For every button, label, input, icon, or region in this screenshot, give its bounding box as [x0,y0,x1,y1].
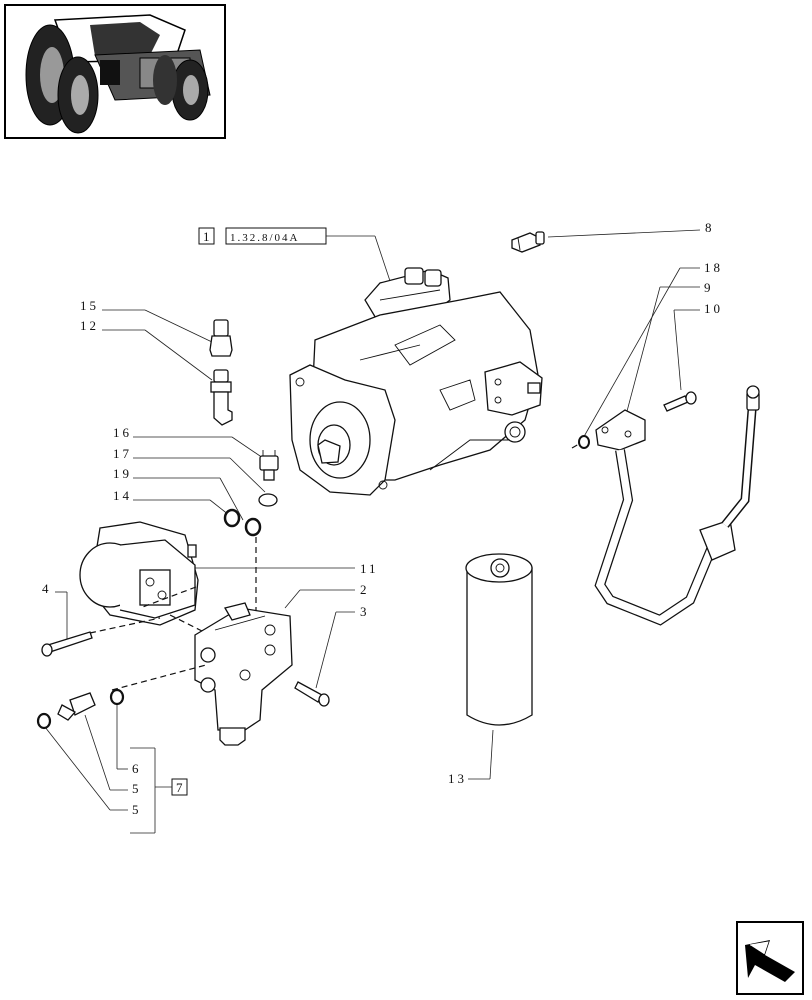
callout-16: 16 [113,425,132,440]
callout-5b: 5 [132,802,142,817]
part-5-o-ring[interactable] [36,712,52,730]
part-18-o-ring[interactable] [578,435,590,449]
callout-9: 9 [704,280,714,295]
callout-12: 12 [80,318,99,333]
part-2-valve-block[interactable] [194,602,293,746]
tractor-thumbnail-icon[interactable] [4,4,226,139]
part-11-gear-pump[interactable] [79,521,199,626]
callout-19: 19 [113,466,132,481]
part-19-o-ring[interactable] [244,517,262,537]
part-10-bolt[interactable] [663,391,697,412]
part-12-sensor[interactable] [210,369,233,426]
part-16-switch[interactable] [259,450,279,481]
part-3-bolt[interactable] [294,681,330,707]
ref-box-section-label: 1.32.8/04A [230,232,300,244]
part-17-washer[interactable] [258,493,278,507]
callout-8: 8 [705,220,715,235]
part-14-o-ring[interactable] [223,508,241,528]
ref-box-7[interactable]: 7 [171,778,188,796]
hydraulic-pump[interactable] [289,267,543,496]
ref-box-1[interactable]: 1 [198,227,215,245]
part-8-fitting[interactable] [511,231,545,253]
callout-18: 18 [704,260,723,275]
next-page-arrow-icon[interactable] [736,921,804,995]
part-4-bolt[interactable] [41,631,93,657]
callout-15: 15 [80,298,99,313]
part-13-filter[interactable] [465,553,533,726]
callout-10: 10 [704,301,723,316]
part-15-fitting[interactable] [209,319,233,357]
part-5-fitting[interactable] [57,692,96,721]
callout-17: 17 [113,446,132,461]
callout-13: 13 [448,771,467,786]
part-6-o-ring[interactable] [109,688,125,706]
ref-box-section[interactable]: 1.32.8/04A [225,227,327,245]
ref-box-7-label: 7 [176,780,186,795]
callout-6: 6 [132,761,142,776]
callout-4: 4 [42,581,52,596]
part-9-pipe[interactable] [594,385,760,626]
callout-2: 2 [360,582,370,597]
callout-11: 11 [360,561,379,576]
callout-3: 3 [360,604,370,619]
callout-14: 14 [113,488,132,503]
callout-5a: 5 [132,781,142,796]
ref-box-1-label: 1 [203,229,213,244]
